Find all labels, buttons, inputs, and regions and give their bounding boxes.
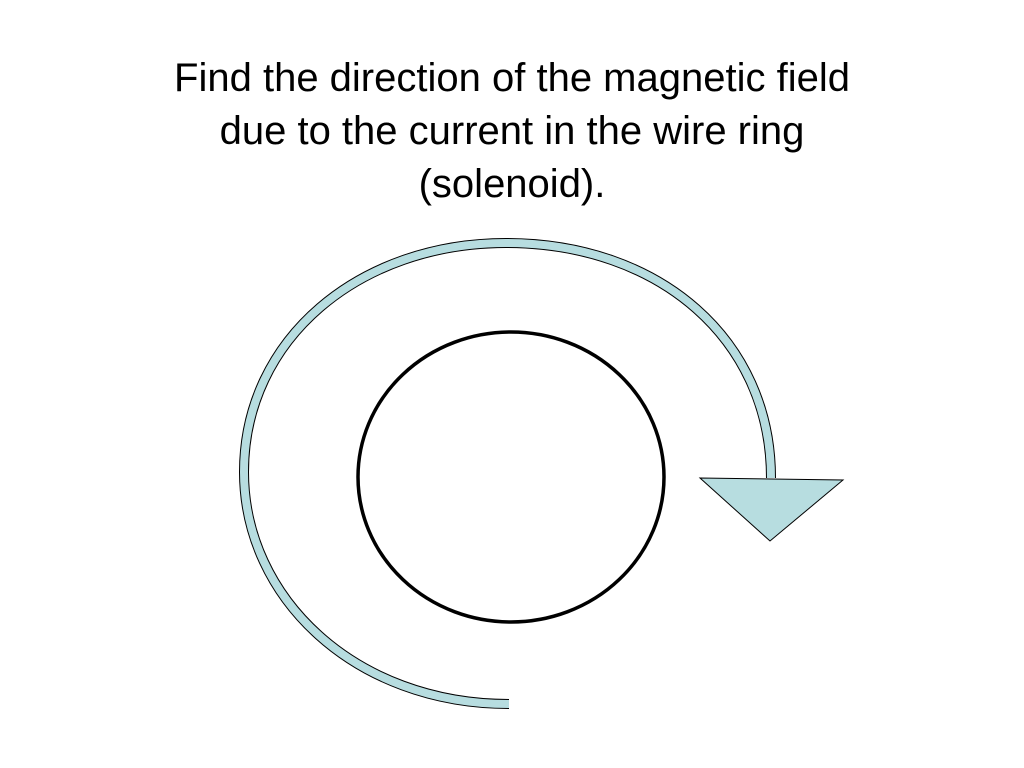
curved-arrow-head bbox=[698, 477, 845, 542]
slide-title: Find the direction of the magnetic field… bbox=[100, 52, 924, 211]
curved-arrow-shaft bbox=[239, 238, 775, 708]
title-line-3: (solenoid). bbox=[418, 162, 606, 206]
title-line-1: Find the direction of the magnetic field bbox=[174, 56, 850, 100]
current-direction-arrow bbox=[238, 237, 845, 709]
title-line-2: due to the current in the wire ring bbox=[219, 109, 805, 153]
wire-ring bbox=[356, 330, 666, 624]
